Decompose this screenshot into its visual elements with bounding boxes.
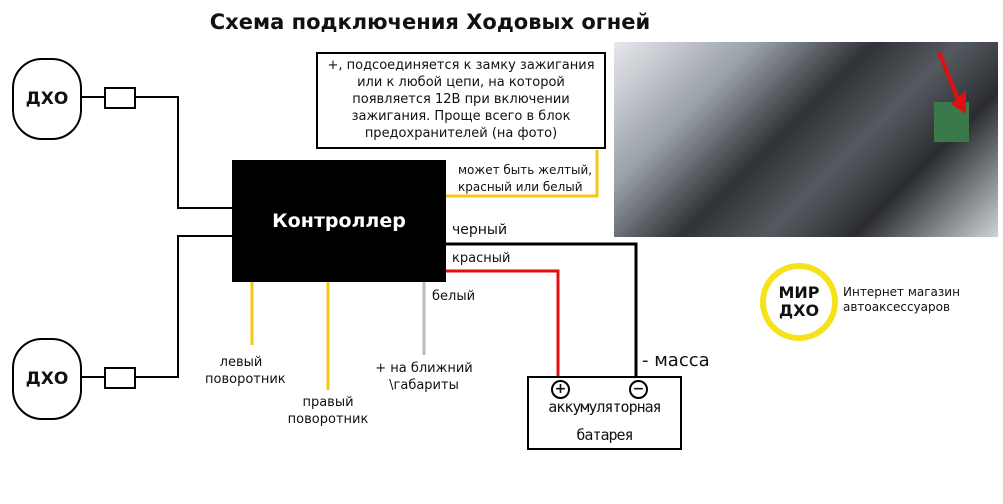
note-line: красный или белый (458, 180, 583, 194)
ignition-info-box: +, подсоединяется к замку зажигания или … (316, 52, 606, 149)
label-black: черный (452, 222, 508, 238)
text-line: поворотник (205, 372, 286, 387)
text-line: Интернет магазин (843, 285, 960, 299)
wire-red (446, 269, 560, 378)
logo-text: МИР (778, 283, 820, 302)
wire-black (446, 242, 638, 376)
label-white: белый (432, 289, 476, 304)
fuse-bottom (104, 367, 136, 389)
yellow-wire-note: может быть желтый, красный или белый (458, 162, 592, 196)
label-ground: - масса (642, 350, 710, 371)
wire-yellow-ignition (446, 150, 599, 198)
fuse-top (104, 87, 136, 109)
shop-caption: Интернет магазин автоаксессуаров (843, 285, 960, 315)
plus-terminal-icon: + (551, 380, 570, 399)
wire-top-dho (80, 96, 232, 209)
diagram-title: Схема подключения Ходовых огней (209, 10, 651, 34)
controller-box: Контроллер (232, 160, 446, 282)
minus-terminal-icon: − (629, 380, 648, 399)
label-left-turn: левый поворотник (205, 354, 286, 388)
text-line: левый (219, 355, 263, 370)
engine-bay-photo (614, 42, 998, 237)
battery: + − аккумуляторная батарея (527, 376, 682, 450)
battery-label: аккумуляторная (548, 398, 661, 416)
dho-lamp-bottom: ДХО (12, 338, 82, 420)
text-line: поворотник (287, 412, 369, 427)
red-arrow-icon (934, 51, 969, 142)
logo-text: ДХО (778, 301, 820, 320)
text-line: + на ближний (375, 361, 473, 376)
label-right-turn: правый поворотник (283, 394, 373, 428)
note-line: может быть желтый, (458, 163, 593, 177)
text-line: \габариты (389, 378, 459, 393)
text-line: автоаксессуаров (843, 300, 951, 314)
label-low-beam: + на ближний \габариты (365, 360, 483, 394)
dho-lamp-top: ДХО (12, 58, 82, 140)
label-red: красный (452, 251, 511, 266)
battery-label: батарея (576, 426, 633, 444)
text-line: правый (302, 395, 354, 410)
